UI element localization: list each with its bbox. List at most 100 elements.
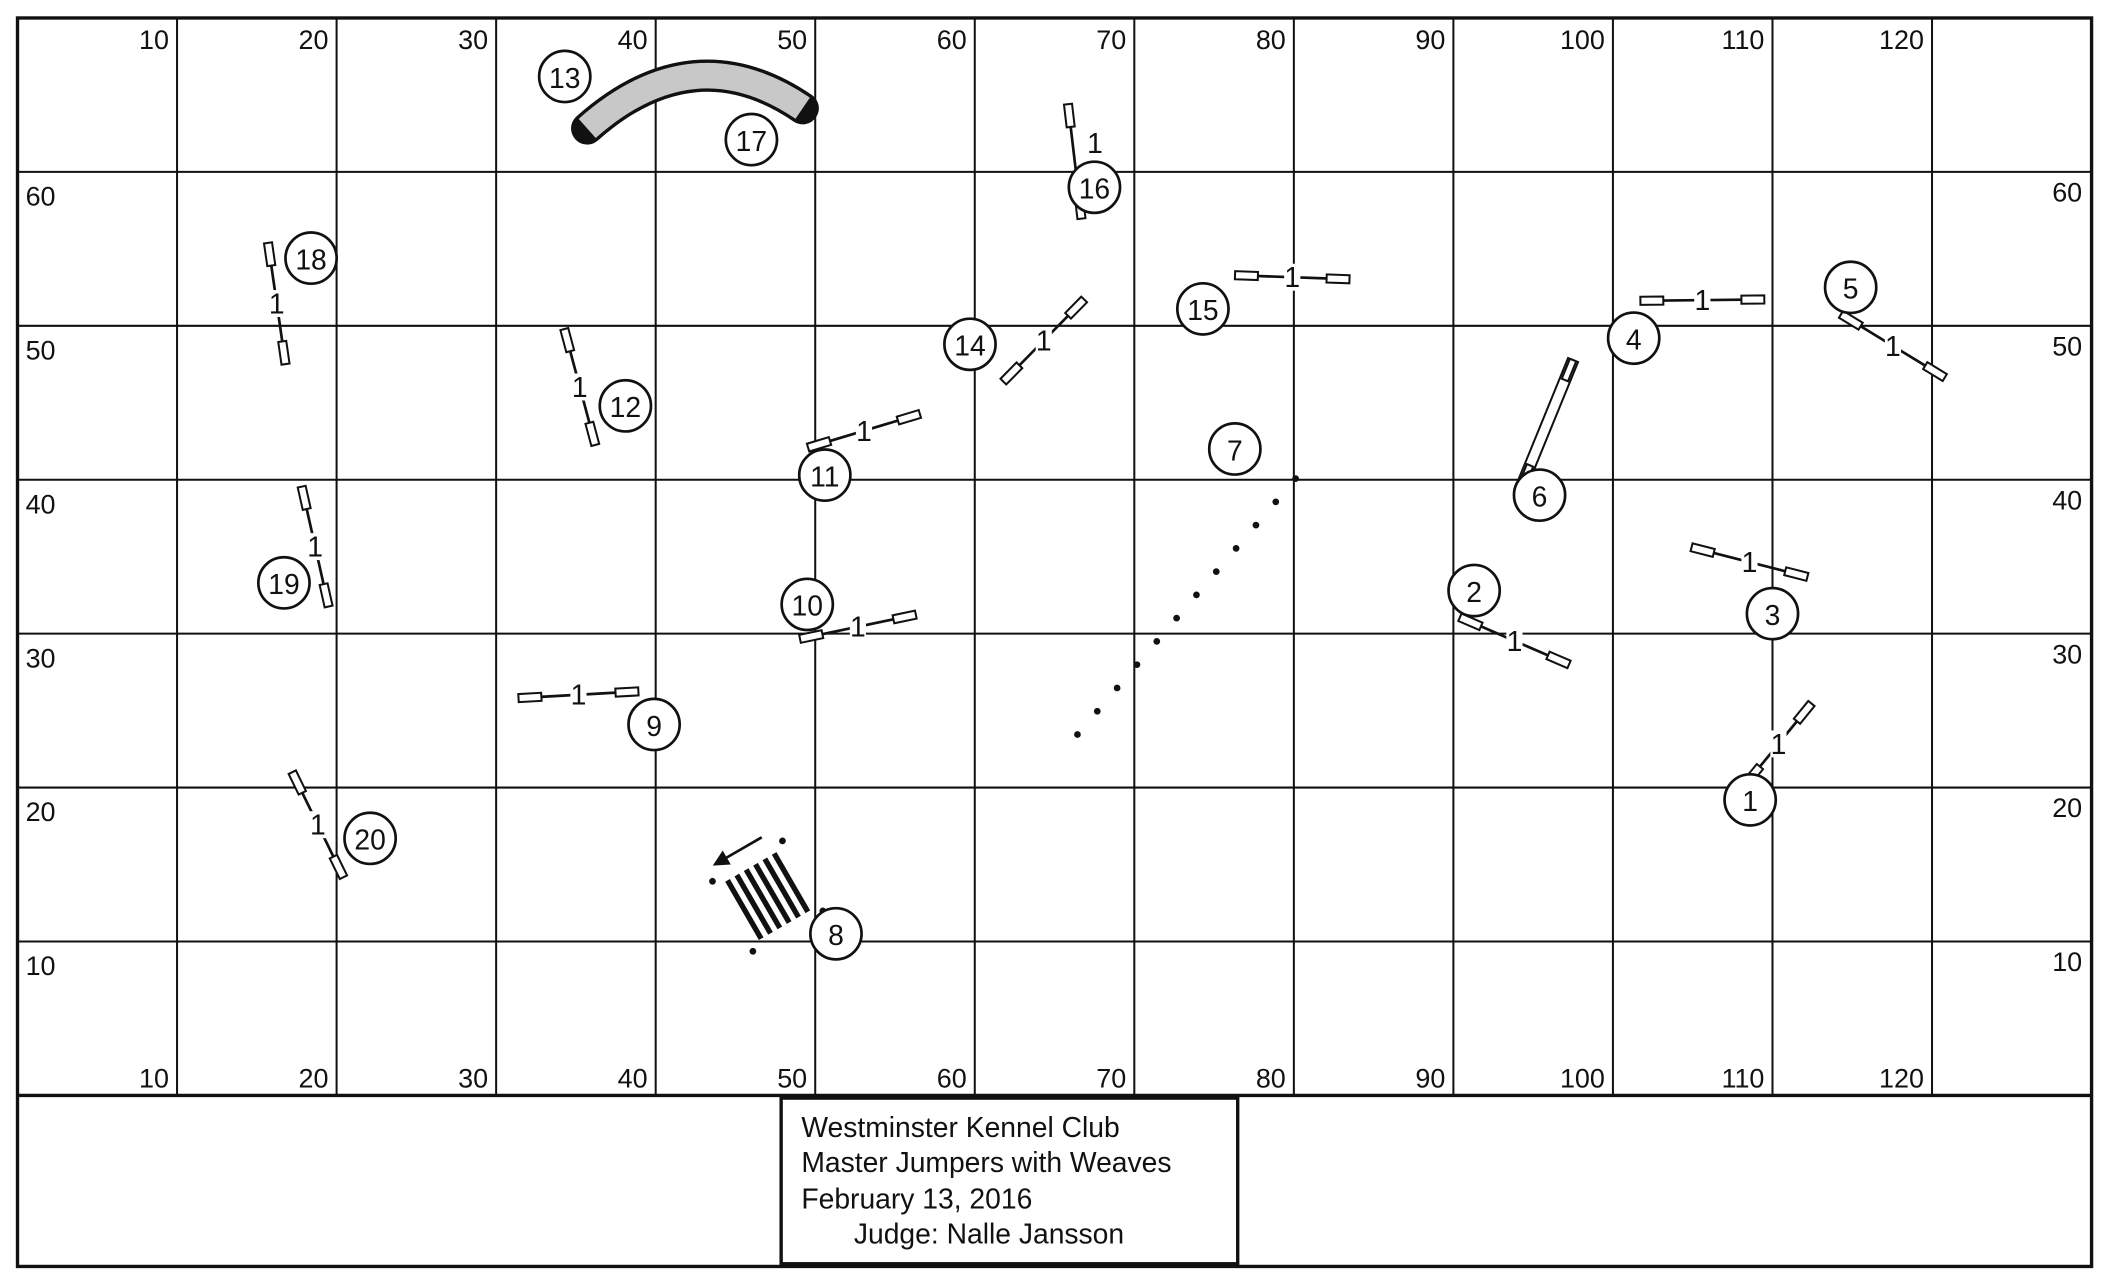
wing-stanchion: [262, 241, 277, 268]
axis-label: 40: [26, 489, 56, 519]
bar-height-label: 1: [310, 809, 326, 841]
course-marker-4: 4: [1606, 311, 1661, 366]
number-circle: [1723, 772, 1778, 827]
axis-label: 10: [26, 951, 56, 981]
course-marker-5: 5: [1823, 260, 1878, 315]
course-marker-17: 17: [724, 112, 779, 167]
title-box: [779, 1096, 1240, 1266]
label-bg: [1741, 548, 1758, 576]
wing-stanchion: [584, 420, 601, 448]
course-number: 18: [295, 243, 326, 275]
axis-label: 100: [1560, 1063, 1605, 1093]
label-bg: [570, 681, 587, 709]
axis-label: 50: [2052, 331, 2082, 361]
weave-pole: [1212, 568, 1220, 575]
bar-height-label: 1: [850, 611, 866, 643]
axis-label: 120: [1879, 25, 1924, 55]
broad-jump-board: [734, 873, 773, 935]
weave-pole: [1074, 731, 1081, 738]
course-number: 17: [736, 125, 767, 157]
wing-stanchion: [1063, 295, 1089, 321]
number-circle: [1745, 586, 1800, 641]
course-marker-9: 9: [627, 697, 682, 752]
axis-label: 60: [937, 25, 967, 55]
course-marker-12: 12: [598, 378, 653, 433]
weave-pole: [1232, 544, 1240, 552]
bar-height-label: 1: [856, 415, 872, 447]
number-circle: [943, 317, 997, 372]
number-circle: [809, 906, 863, 961]
axis-label: 60: [2052, 178, 2082, 208]
label-bg: [1035, 327, 1052, 354]
course-number: 9: [646, 710, 662, 742]
course-marker-15: 15: [1175, 281, 1230, 336]
label-bg: [1770, 730, 1787, 758]
bar-height-label: 1: [1885, 330, 1901, 362]
wing-stanchion: [559, 326, 576, 354]
course-number: 10: [792, 590, 823, 622]
number-circle: [780, 577, 835, 632]
jump-3: 1: [1689, 542, 1810, 583]
bar-height-label: 1: [572, 371, 588, 403]
bar-height-label: 1: [1694, 284, 1710, 316]
course-number: 11: [810, 460, 839, 492]
label-bg: [571, 373, 588, 401]
broad-jump-board: [771, 852, 811, 914]
wing-stanchion: [895, 408, 923, 426]
number-circle: [1823, 260, 1878, 315]
weave-pole: [1193, 591, 1200, 599]
wing-stanchion: [1792, 699, 1816, 726]
number-circle: [1175, 281, 1230, 336]
course-number: 8: [828, 919, 844, 951]
judge-name: Judge: Nalle Jansson: [854, 1218, 1124, 1250]
axis-label: 30: [26, 643, 56, 673]
bar-height-label: 1: [1742, 546, 1758, 578]
axis-label: 20: [299, 1063, 329, 1093]
weave-pole: [1272, 498, 1280, 506]
course-number: 12: [610, 391, 641, 423]
course-marker-13: 13: [537, 49, 592, 104]
course-marker-14: 14: [943, 317, 997, 372]
label-bg: [855, 417, 873, 445]
jump-9: 1: [517, 679, 640, 711]
course-number: 4: [1626, 323, 1642, 355]
wing-stanchion: [1689, 542, 1716, 559]
wing-stanchion: [1740, 294, 1766, 305]
wing-stanchion: [277, 339, 291, 366]
wing-stanchion: [287, 769, 308, 796]
course-marker-10: 10: [780, 577, 835, 632]
tunnel-13-17: [571, 59, 819, 145]
axis-label: 60: [26, 182, 56, 212]
number-circle: [1067, 160, 1122, 215]
axis-label: 40: [618, 1063, 648, 1093]
course-number: 7: [1227, 434, 1243, 466]
wing-stanchion: [1545, 650, 1572, 670]
jump-19: 1: [296, 484, 334, 609]
bar-height-label: 1: [1771, 728, 1787, 760]
course-number: 1: [1742, 785, 1758, 817]
jump-5: 1: [1837, 309, 1949, 383]
axis-label: 100: [1560, 25, 1605, 55]
course-marker-8: 8: [809, 906, 863, 961]
wing-stanchion: [296, 484, 312, 512]
course-number: 2: [1466, 576, 1482, 608]
label-bg: [849, 613, 866, 641]
number-circle: [627, 697, 682, 752]
axis-label: 70: [1096, 25, 1126, 55]
number-circle: [1512, 468, 1567, 523]
course-marker-1: 1: [1723, 772, 1778, 827]
broad-jump-board: [725, 879, 764, 941]
wing-stanchion: [1921, 360, 1949, 383]
bar-height-label: 1: [571, 679, 587, 711]
broad-jump-board: [743, 868, 783, 930]
axis-label: 50: [777, 25, 807, 55]
course-marker-6: 6: [1512, 468, 1567, 523]
course-marker-7: 7: [1207, 422, 1262, 476]
axis-label: 120: [1879, 1063, 1924, 1093]
bar-height-label: 1: [307, 531, 323, 563]
jump-4: 1: [1639, 284, 1766, 316]
course-marker-20: 20: [343, 811, 398, 866]
bar-height-label: 1: [1284, 261, 1300, 293]
